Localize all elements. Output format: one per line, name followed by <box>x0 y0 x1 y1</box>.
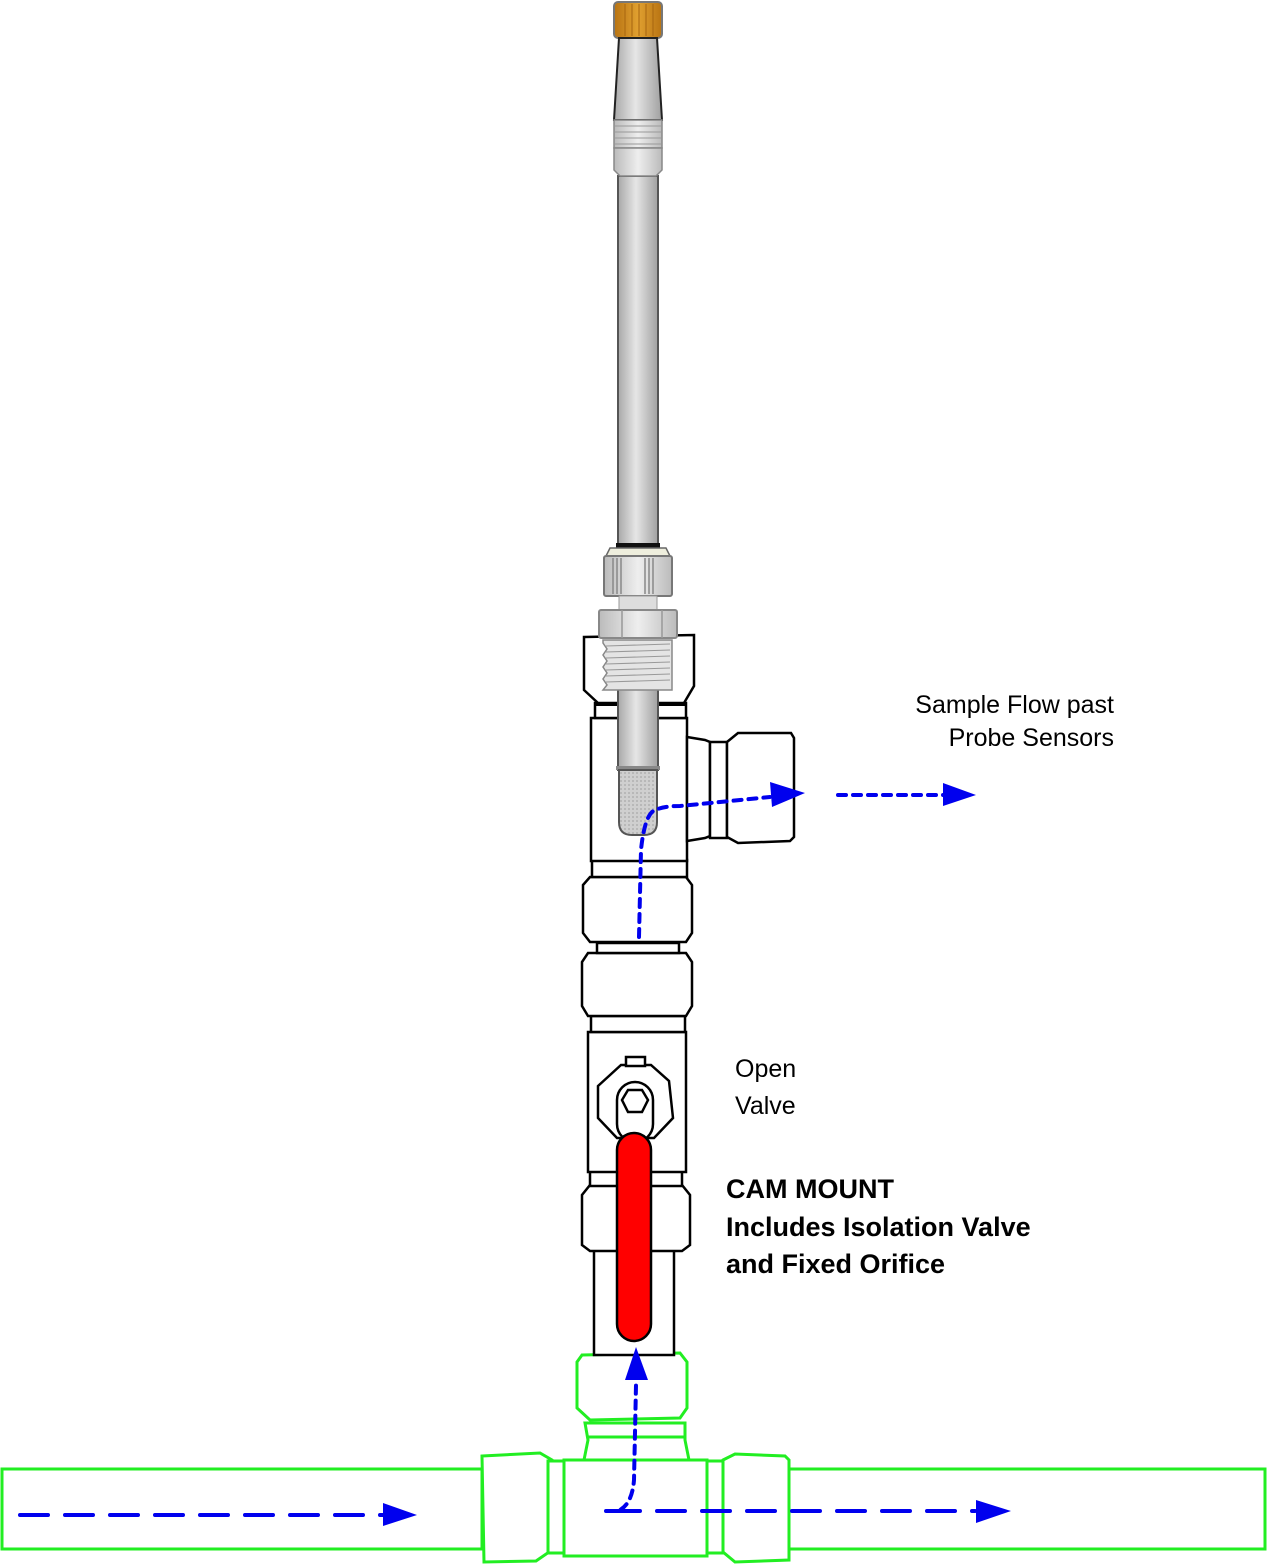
probe-head-threads <box>613 119 663 149</box>
right-union-nut <box>721 1452 791 1564</box>
open-valve-label-line2: Valve <box>735 1092 796 1120</box>
gland-thread <box>618 595 658 611</box>
valve-handle-open[interactable] <box>615 1131 653 1343</box>
sensor-flow-line <box>637 795 772 939</box>
cam-mount-label-line1: CAM MOUNT <box>726 1174 894 1204</box>
flow-arrows <box>18 782 1011 1526</box>
probe-connector-cap <box>613 1 663 39</box>
tee-lower-nut <box>581 875 694 944</box>
probe-shaft <box>617 175 659 547</box>
gland-nut <box>603 555 673 597</box>
valve-top-collar <box>595 941 681 955</box>
valve-stem-nut-icon <box>620 1088 650 1114</box>
exit-flow-arrowhead <box>943 783 976 806</box>
right-union-ring <box>705 1459 725 1555</box>
cam-mount-bottom-nut <box>575 1351 689 1422</box>
gland-washer <box>604 547 672 557</box>
left-union-nut <box>480 1451 554 1564</box>
outlet-pipe <box>785 1467 1267 1551</box>
left-union-ring <box>546 1459 566 1555</box>
inlet-pipe <box>0 1467 484 1551</box>
cam-mount-label-line3: and Fixed Orifice <box>726 1249 945 1279</box>
tee-stem <box>582 1421 691 1462</box>
probe <box>598 1 678 836</box>
valve-stem-tab <box>624 1055 647 1068</box>
outlet-flow-arrowhead <box>976 1500 1011 1523</box>
valve-upper-nut <box>580 951 694 1018</box>
riser-flow-arrowhead <box>625 1347 648 1380</box>
sensor-flow-arrowhead <box>770 782 805 807</box>
riser-flow-line <box>604 1383 638 1513</box>
tee-side-neck <box>685 735 712 843</box>
sample-flow-label: Sample Flow past Probe Sensors <box>915 691 1114 752</box>
tee-side-ring <box>708 740 729 840</box>
cam-mount-label-line2: Includes Isolation Valve <box>726 1212 1031 1242</box>
process-pipe-tee <box>0 1351 1267 1564</box>
fitting-threads <box>601 639 673 691</box>
open-valve-label: Open Valve <box>735 1055 796 1120</box>
compression-fitting-hex <box>598 609 678 639</box>
sample-flow-label-line2: Probe Sensors <box>949 724 1114 752</box>
probe-head-collar <box>613 147 663 177</box>
probe-head-taper <box>612 37 664 121</box>
probe-sensor-tip <box>618 769 658 836</box>
open-valve-label-line1: Open <box>735 1055 796 1083</box>
isolation-valve <box>580 941 694 1357</box>
inlet-flow-arrowhead <box>383 1503 417 1526</box>
cam-mount-label: CAM MOUNT Includes Isolation Valve and F… <box>726 1174 1031 1279</box>
valve-upper-ring <box>589 1014 687 1034</box>
tee-side-nut <box>725 731 796 845</box>
sample-flow-label-line1: Sample Flow past <box>915 691 1114 719</box>
